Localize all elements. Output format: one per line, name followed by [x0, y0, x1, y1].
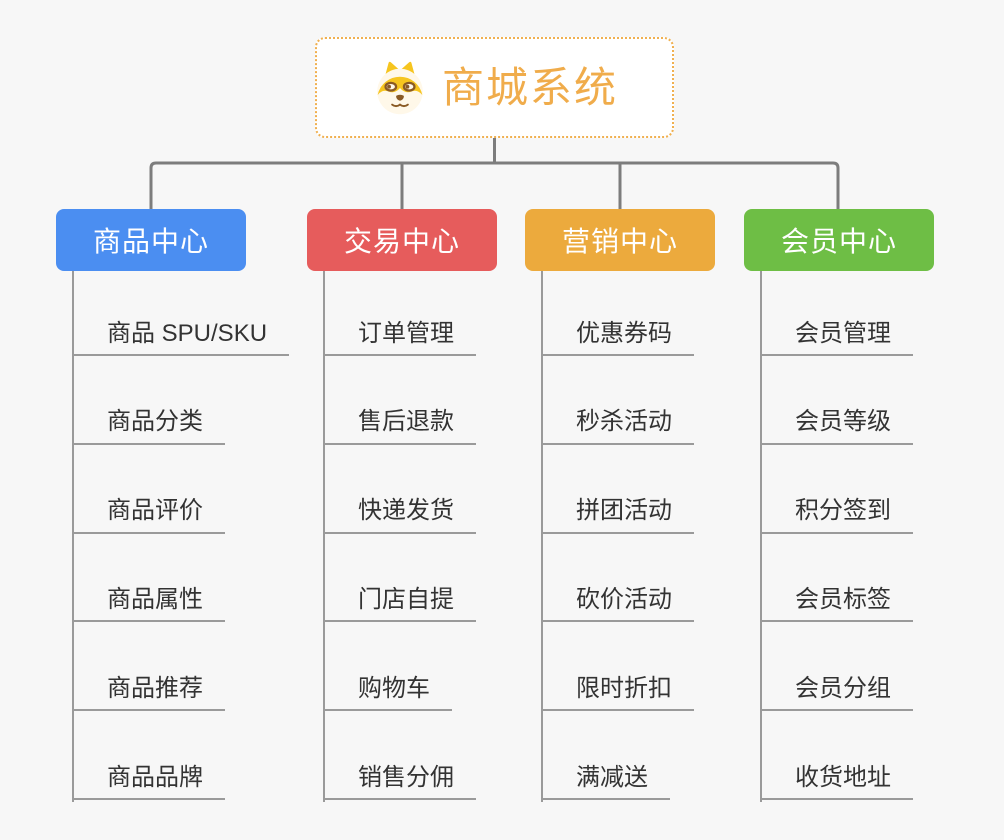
leaf-item[interactable]: 会员等级 [761, 403, 913, 445]
leaf-item[interactable]: 会员管理 [761, 314, 913, 356]
leaf-item[interactable]: 门店自提 [324, 580, 476, 623]
leaf-item[interactable]: 砍价活动 [542, 580, 694, 623]
leaf-item[interactable]: 订单管理 [324, 314, 476, 356]
leaf-item[interactable]: 商品品牌 [73, 758, 225, 800]
leaf-item[interactable]: 售后退款 [324, 403, 476, 445]
branch-rail-line [149, 161, 840, 209]
root-title: 商城系统 [441, 63, 618, 111]
leaf-item[interactable]: 商品分类 [73, 403, 225, 445]
branch-node[interactable]: 交易中心 [307, 209, 497, 271]
branch-label: 营销中心 [561, 226, 678, 257]
leaf-item[interactable]: 收货地址 [761, 758, 913, 800]
shiba-dog-icon [371, 60, 429, 116]
branch-trunk-line [541, 271, 543, 802]
leaf-item[interactable]: 满减送 [542, 758, 670, 800]
root-node[interactable]: 商城系统 [315, 37, 674, 138]
leaf-item[interactable]: 销售分佣 [324, 758, 476, 800]
branch-trunk-line [323, 271, 325, 802]
branch-trunk-line [72, 271, 74, 802]
leaf-item[interactable]: 购物车 [324, 669, 452, 712]
leaf-item[interactable]: 商品属性 [73, 580, 225, 623]
branch-label: 会员中心 [780, 226, 897, 257]
branch-trunk-line [760, 271, 762, 802]
leaf-item[interactable]: 拼团活动 [542, 492, 694, 534]
leaf-item[interactable]: 商品 SPU/SKU [73, 314, 290, 356]
leaf-item[interactable]: 秒杀活动 [542, 403, 694, 445]
branch-label: 交易中心 [343, 226, 460, 257]
branch-node[interactable]: 会员中心 [744, 209, 934, 271]
leaf-item[interactable]: 商品评价 [73, 492, 225, 534]
leaf-item[interactable]: 快递发货 [324, 492, 476, 534]
leaf-item[interactable]: 优惠券码 [542, 314, 694, 356]
branch-node[interactable]: 商品中心 [56, 209, 246, 271]
leaf-item[interactable]: 积分签到 [761, 492, 913, 534]
leaf-item[interactable]: 会员标签 [761, 580, 913, 623]
leaf-item[interactable]: 会员分组 [761, 669, 913, 712]
leaf-item[interactable]: 商品推荐 [73, 669, 225, 712]
branch-node[interactable]: 营销中心 [525, 209, 715, 271]
branch-label: 商品中心 [92, 226, 209, 257]
leaf-item[interactable]: 限时折扣 [542, 669, 694, 712]
